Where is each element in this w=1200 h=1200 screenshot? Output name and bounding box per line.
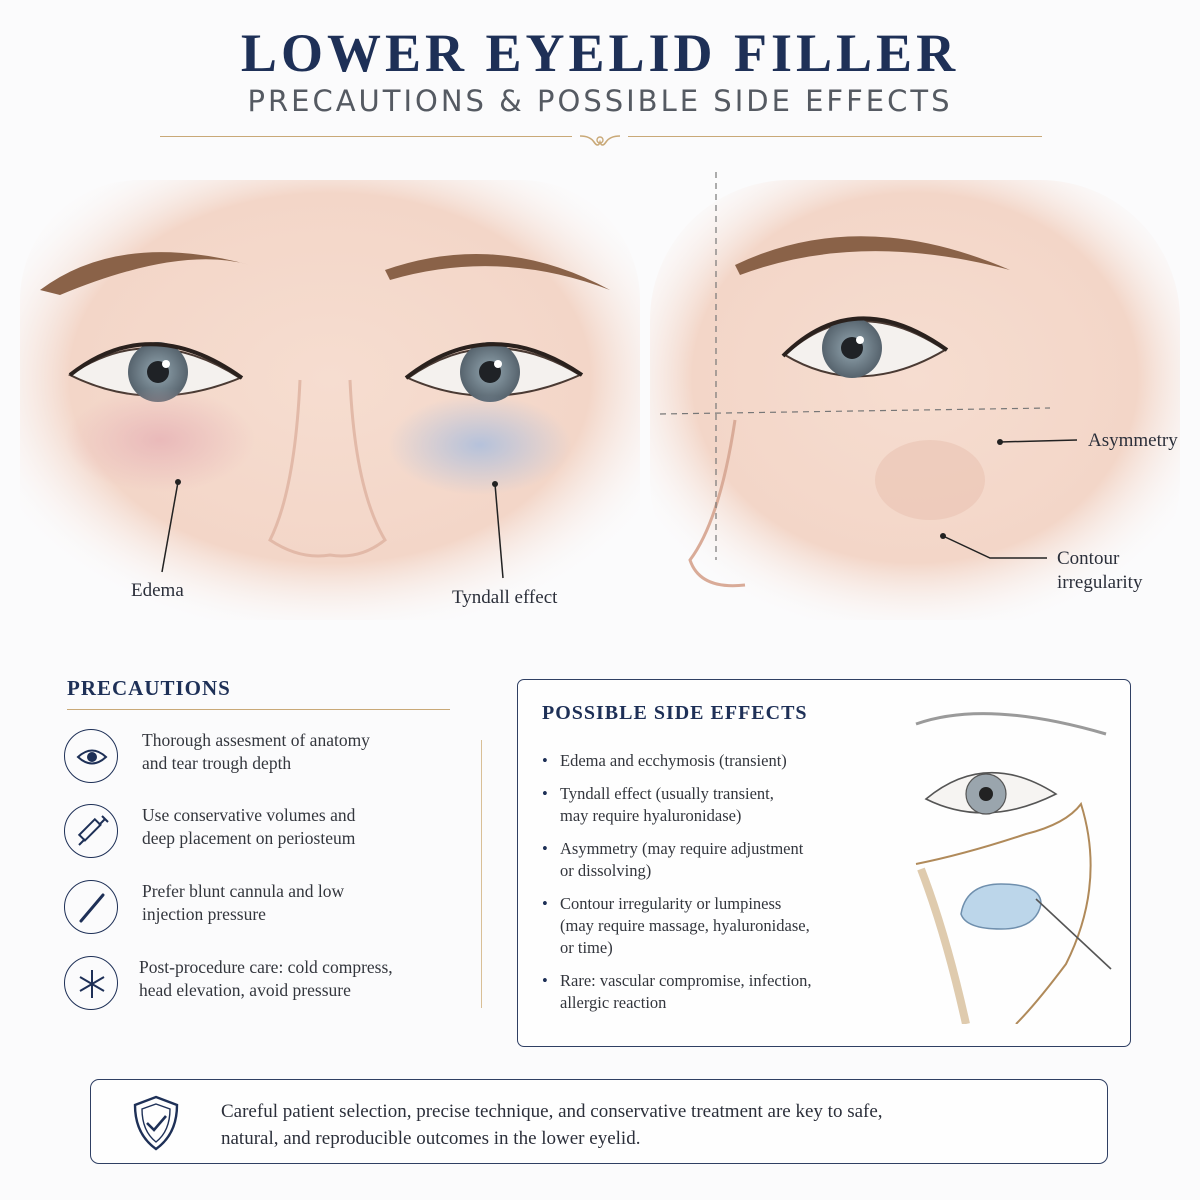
label-asymmetry: Asymmetry bbox=[1088, 430, 1178, 451]
section-divider bbox=[481, 740, 482, 1008]
label-edema: Edema bbox=[131, 580, 184, 601]
left-eyebrow bbox=[40, 252, 250, 295]
tyndall-discoloration bbox=[388, 395, 572, 495]
page-subtitle: PRECAUTIONS & POSSIBLE SIDE EFFECTS bbox=[247, 84, 953, 118]
side-effect-item: Rare: vascular compromise, infection,all… bbox=[542, 970, 862, 1014]
right-eyebrow bbox=[385, 254, 610, 290]
summary-text: Careful patient selection, precise techn… bbox=[221, 1101, 883, 1149]
ornament-icon bbox=[579, 135, 621, 146]
edema-swelling bbox=[65, 388, 255, 492]
summary-banner: Careful patient selection, precise techn… bbox=[90, 1079, 1108, 1164]
side-lashes bbox=[781, 316, 949, 358]
side-face-skin bbox=[650, 180, 1180, 620]
right-lashes bbox=[404, 342, 584, 380]
eyes-illustration bbox=[20, 172, 1180, 620]
front-face-skin bbox=[20, 180, 640, 620]
precautions-rule bbox=[67, 709, 450, 710]
side-effects-title: POSSIBLE SIDE EFFECTS bbox=[542, 702, 808, 724]
eye-icon bbox=[64, 729, 118, 783]
side-effects-list: Edema and ecchymosis (transient) Tyndall… bbox=[542, 750, 862, 1025]
label-contour: Contour irregularity bbox=[1057, 548, 1143, 593]
side-nose bbox=[688, 419, 746, 588]
precautions-title: PRECAUTIONS bbox=[67, 676, 231, 700]
page-title: LOWER EYELID FILLER bbox=[240, 23, 960, 83]
side-effects-panel: POSSIBLE SIDE EFFECTS Edema and ecchymos… bbox=[517, 679, 1131, 1047]
left-highlight bbox=[162, 360, 170, 368]
front-nose bbox=[268, 379, 387, 558]
side-eyebrow bbox=[735, 236, 1010, 275]
label-tyndall: Tyndall effect bbox=[452, 587, 558, 608]
side-effect-item: Contour irregularity or lumpiness(may re… bbox=[542, 893, 862, 959]
cannula-icon bbox=[64, 880, 118, 934]
side-highlight bbox=[856, 336, 864, 344]
contour-lump bbox=[875, 440, 985, 520]
anatomy-sketch bbox=[915, 712, 1112, 1024]
shield-check-icon bbox=[133, 1095, 179, 1151]
header-rule-right bbox=[628, 136, 1042, 137]
side-effect-item: Edema and ecchymosis (transient) bbox=[542, 750, 862, 772]
side-effect-item: Tyndall effect (usually transient,may re… bbox=[542, 783, 862, 827]
right-highlight bbox=[494, 360, 502, 368]
left-lashes bbox=[68, 342, 244, 380]
snowflake-icon bbox=[64, 956, 118, 1010]
header-rule-left bbox=[160, 136, 572, 137]
syringe-icon bbox=[64, 804, 118, 858]
